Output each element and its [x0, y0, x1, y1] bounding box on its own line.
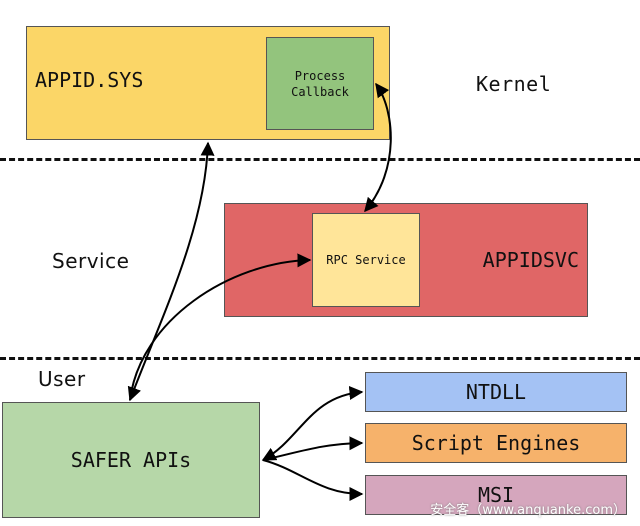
ntdll-label: NTDLL: [465, 380, 527, 404]
watermark: 安全客（www.anquanke.com）: [430, 503, 626, 518]
ntdll-box[interactable]: NTDLL: [365, 372, 627, 412]
arrow-safer-to-msi: [262, 459, 364, 501]
arrow-safer-to-rpc-service: [129, 253, 312, 401]
msi-label: MSI: [477, 483, 515, 507]
rpc-service-box[interactable]: RPC Service: [312, 213, 420, 307]
arrow-rpc-to-process-callback: [364, 82, 392, 213]
service-user-separator: [0, 357, 640, 360]
script-engines-label: Script Engines: [411, 431, 581, 455]
kernel-layer-label: Kernel: [476, 72, 552, 96]
appid-sys-label: APPID.SYS: [35, 68, 144, 92]
process-callback-box[interactable]: Process Callback: [266, 37, 374, 130]
arrow-safer-to-appid-sys: [127, 141, 215, 402]
process-callback-label-line2: Callback: [291, 84, 349, 99]
script-engines-box[interactable]: Script Engines: [365, 423, 627, 463]
user-layer-label: User: [38, 367, 86, 391]
msi-box[interactable]: MSI: [365, 475, 627, 515]
kernel-service-separator: [0, 158, 640, 161]
process-callback-label-line1: Process: [294, 68, 346, 83]
rpc-service-label: RPC Service: [326, 253, 406, 267]
safer-apis-box[interactable]: SAFER APIs: [2, 402, 260, 518]
appidsvc-label: APPIDSVC: [482, 248, 579, 272]
safer-apis-label: SAFER APIs: [70, 448, 192, 472]
arrow-safer-to-script-engines: [262, 436, 364, 461]
arrow-safer-to-ntdll: [261, 385, 364, 461]
service-layer-label: Service: [52, 249, 130, 273]
